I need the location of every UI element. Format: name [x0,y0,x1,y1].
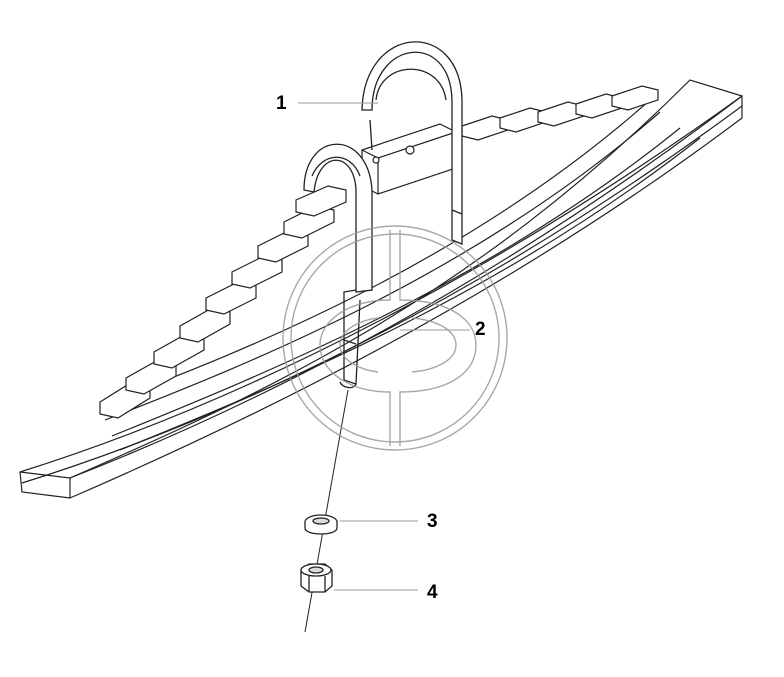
callout-1: 1 [276,93,287,114]
cp-logo-watermark-icon [282,225,508,451]
u-bolt-rear [361,41,463,245]
callout-4: 4 [427,582,438,603]
u-bolt-front [303,143,373,389]
leader-lines [298,102,470,591]
leaf-ends-right [461,85,659,141]
leaf-spring-pack [19,79,743,499]
nut [300,563,333,593]
leaf-ends-left [99,185,347,419]
callout-3: 3 [427,511,438,532]
callout-2: 2 [475,319,486,340]
washer [304,514,338,535]
